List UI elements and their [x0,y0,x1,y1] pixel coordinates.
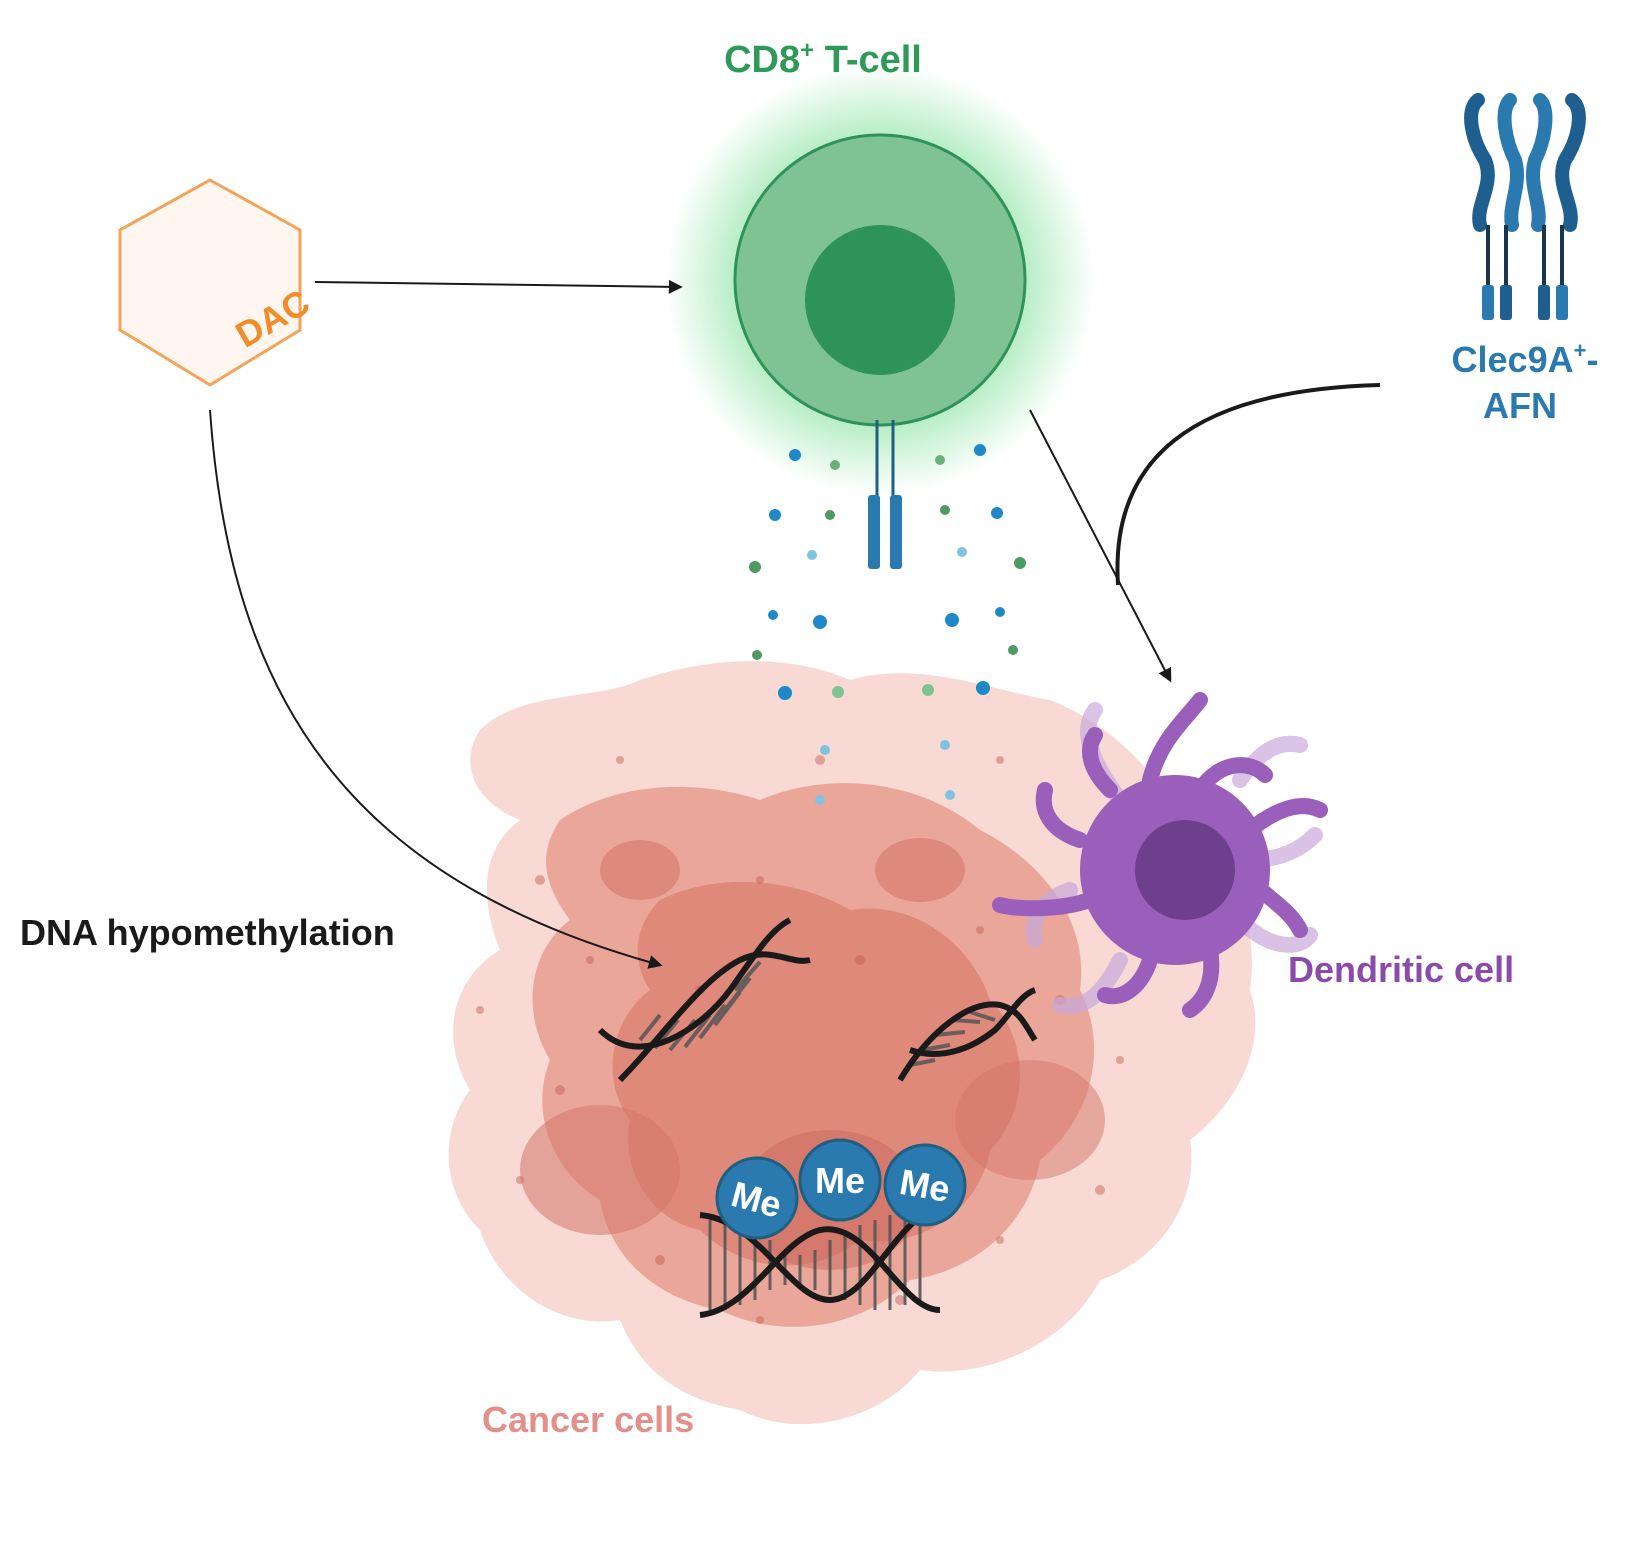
arrows [209,279,1381,969]
dendritic-cell-label: Dendritic cell [1288,949,1514,990]
dna-helix-icon [897,987,1038,1082]
arrow-clec-to-dendritic [1115,383,1381,586]
cancer-cells-label: Cancer cells [482,1399,694,1440]
arrow-dac-to-dna [209,409,663,969]
arrow-dac-to-tcell [314,279,683,294]
afn-label: AFN [1483,385,1557,426]
cytokine-particles [749,444,1026,805]
t-cell-receptor-icon [868,420,902,569]
cancer-cell-cluster [448,661,1256,1425]
tcell-label: CD8+ T-cell [724,37,922,81]
clec9a-receptor-icon[interactable] [1464,93,1586,320]
dendritic-cell-nucleus [1135,820,1235,920]
arrow-tcell-to-dendritic [1029,409,1172,683]
dna-helix-icon [597,917,811,1083]
dac-hexagon-icon[interactable]: DAC [118,178,317,387]
me-label: Me [897,1161,953,1210]
clec9a-label: Clec9A+- [1452,338,1599,380]
t-cell-nucleus [805,225,955,375]
dendritic-cell[interactable] [992,692,1328,1018]
methyl-group-icon: Me Me Me [715,1138,967,1240]
me-label: Me [815,1160,865,1201]
cancer-cell-nucleus [600,840,680,900]
cancer-cell-nucleus [520,1105,680,1235]
cancer-cell-nucleus [875,838,965,902]
dna-hypomethylation-label: DNA hypomethylation [20,912,395,953]
cancer-cell-nucleus [955,1060,1105,1180]
